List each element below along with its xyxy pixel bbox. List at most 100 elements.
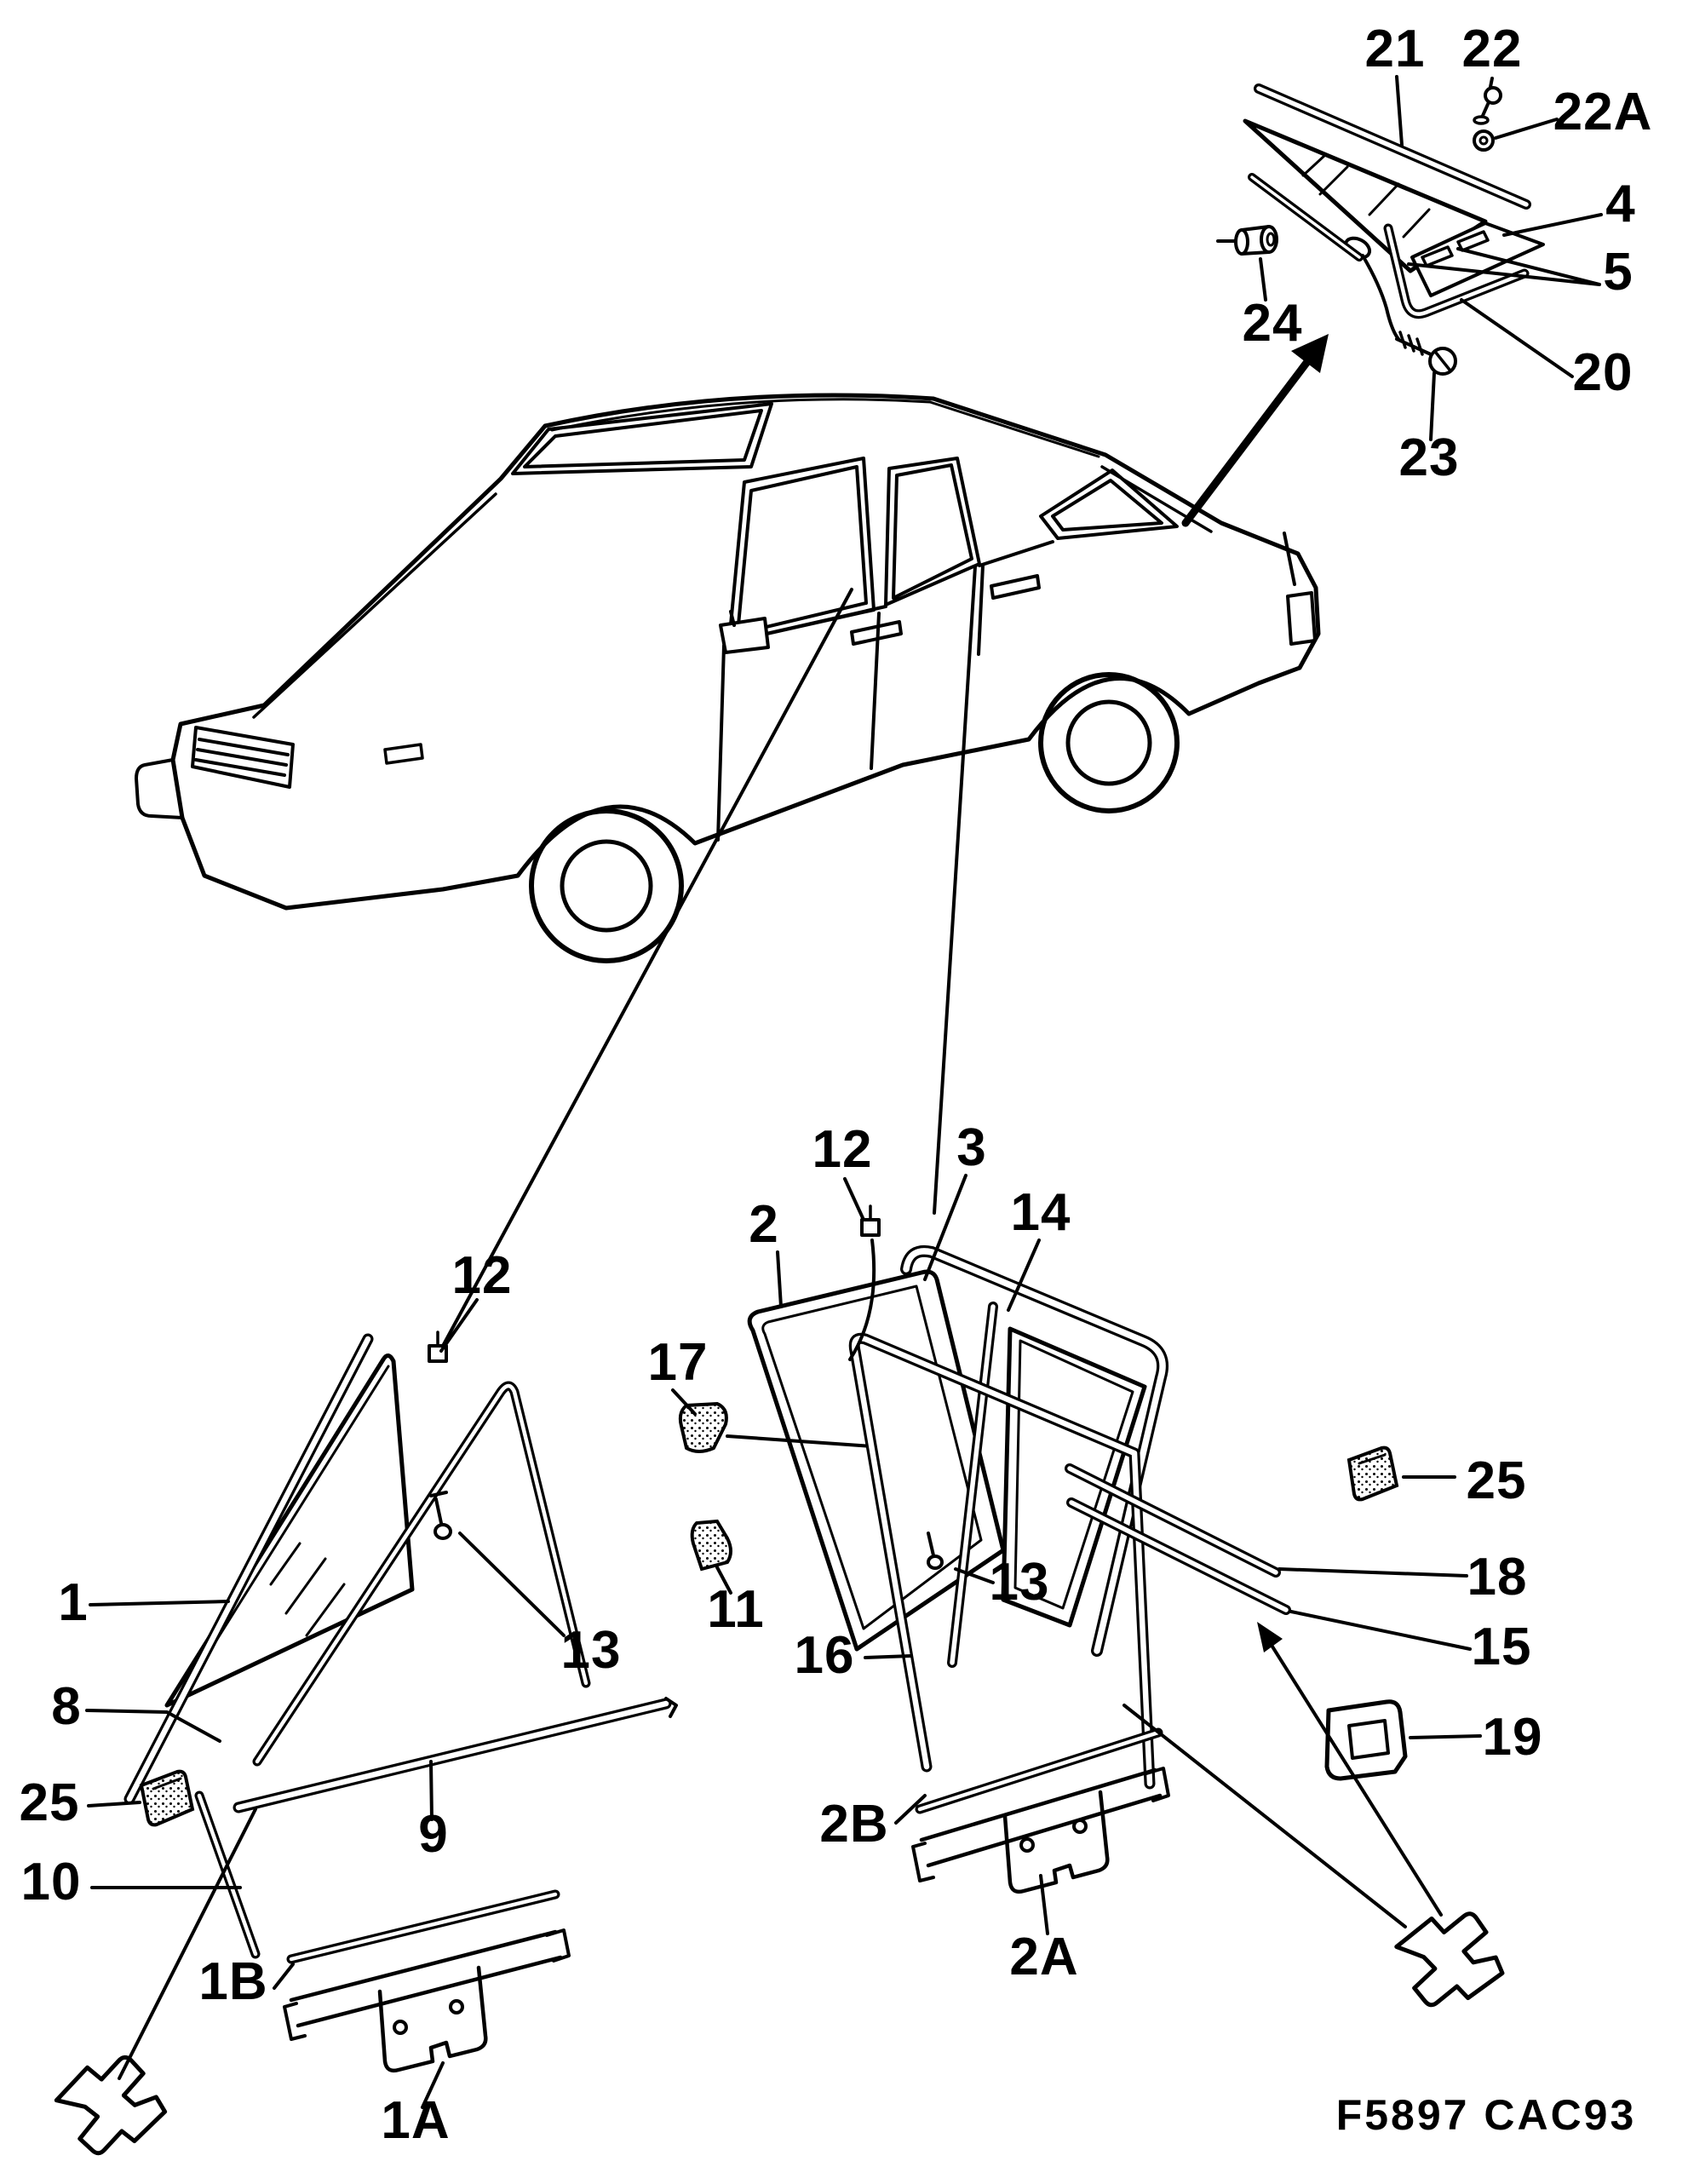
- front-wheel-rim: [560, 839, 653, 933]
- leader-9: [429, 1760, 433, 1821]
- clip-25-front: [139, 1769, 195, 1827]
- front-door-glass-1: [164, 1354, 415, 1708]
- leader-22: [1489, 77, 1494, 89]
- part-label-20: 20: [1573, 343, 1633, 402]
- leader-13-front: [458, 1532, 566, 1637]
- hood-cut-line: [252, 492, 497, 719]
- leader-section-to-15: [1257, 1622, 1443, 1917]
- leader-1b: [273, 1963, 295, 1990]
- moulding-cross-section-left: [51, 2050, 169, 2159]
- part-label-1a: 1A: [381, 2091, 450, 2150]
- leader-11: [715, 1566, 732, 1595]
- rear-door-detail: [747, 1174, 1514, 2020]
- part-label-16: 16: [795, 1626, 855, 1685]
- part-label-13-front: 13: [561, 1621, 622, 1680]
- leader-12-front: [439, 1298, 479, 1353]
- part-label-1b: 1B: [198, 1952, 267, 2011]
- part-label-2b: 2B: [819, 1795, 888, 1854]
- glass-inner-line: [761, 1285, 983, 1630]
- part-label-12-rear: 12: [812, 1120, 873, 1179]
- glass-reflection-hatch: [269, 1542, 346, 1637]
- part-label-11: 11: [707, 1580, 765, 1639]
- leader-1a: [421, 2061, 445, 2109]
- leader-12-rear: [843, 1177, 865, 1221]
- weatherstrip-frame: [252, 1381, 591, 1767]
- roof-drip-line: [550, 398, 1100, 458]
- part-label-19: 19: [1483, 1708, 1543, 1767]
- car-illustration: [135, 393, 1321, 963]
- front-wheel-tire: [529, 808, 684, 963]
- arrow-head: [1291, 334, 1329, 373]
- part-label-22a: 22A: [1553, 83, 1653, 141]
- leader-25-front: [87, 1801, 141, 1808]
- leader-22a: [1494, 118, 1559, 140]
- clip-25-inner-line: [1358, 1453, 1387, 1465]
- arrow-to-quarter-detail: [1181, 334, 1329, 527]
- leader-21: [1395, 75, 1404, 147]
- channel-strip-2a: [911, 1767, 1170, 1894]
- part-label-5: 5: [1603, 243, 1633, 302]
- wire-channel-curve: [848, 1239, 876, 1361]
- leader-2: [776, 1250, 783, 1308]
- leader-18: [1277, 1567, 1468, 1578]
- rear-door-window: [884, 457, 981, 606]
- side-marker-lamp: [383, 743, 424, 765]
- windshield: [511, 402, 773, 475]
- leader-15: [1289, 1610, 1472, 1651]
- leader-16: [864, 1654, 913, 1659]
- rivet-13-rear: [927, 1532, 944, 1570]
- part-label-2: 2: [749, 1195, 778, 1254]
- leader-2a: [1039, 1874, 1049, 1935]
- leader-13-rear: [954, 1567, 995, 1584]
- leader-2b: [894, 1794, 927, 1825]
- part-label-21: 21: [1365, 20, 1426, 78]
- front-bumper: [135, 758, 184, 819]
- part-label-25-front: 25: [20, 1773, 80, 1832]
- part-label-24: 24: [1243, 294, 1303, 353]
- part-label-18: 18: [1467, 1548, 1528, 1606]
- leader-3: [923, 1174, 967, 1281]
- part-label-9: 9: [418, 1805, 448, 1864]
- part-label-8: 8: [51, 1677, 81, 1736]
- leader-arrow-head: [1257, 1622, 1283, 1652]
- part-label-13-rear: 13: [990, 1553, 1050, 1612]
- clip-19: [1324, 1699, 1408, 1781]
- clip-11: [690, 1519, 732, 1572]
- grille: [191, 726, 295, 789]
- glass-reflection-hatch: [1301, 153, 1431, 239]
- leader-20: [1460, 298, 1574, 378]
- quarter-glass-detail: [1216, 75, 1603, 441]
- leader-front-window-to-detail: [440, 588, 853, 1349]
- channel-strip-1a: [283, 1928, 571, 2073]
- leader-rear-window-to-detail: [933, 565, 977, 1215]
- leader-5: [1407, 247, 1601, 286]
- tail-lamp: [1283, 532, 1317, 646]
- car-body-outline: [170, 393, 1321, 911]
- quarter-window: [1039, 468, 1179, 540]
- part-label-3: 3: [956, 1118, 986, 1177]
- door-handles: [850, 574, 1041, 646]
- clip-12-rear: [860, 1204, 881, 1237]
- door-mirror: [719, 610, 770, 654]
- rear-quarter-glass-3: [1001, 1326, 1147, 1628]
- part-label-2a: 2A: [1009, 1928, 1078, 1986]
- quarter-glass-inner-line: [1013, 1339, 1134, 1610]
- part-label-12-front: 12: [452, 1246, 513, 1305]
- bracket-4: [1410, 221, 1545, 297]
- figure-code: F5897 CAC93: [1336, 2091, 1637, 2139]
- leader-strip-to-section: [118, 1808, 257, 2080]
- part-label-10: 10: [21, 1853, 82, 1911]
- door-cut-lines: [716, 540, 1054, 842]
- part-label-15: 15: [1472, 1618, 1532, 1676]
- bracket-slots-5: [1421, 230, 1490, 267]
- rear-wheel-tire: [1038, 672, 1180, 813]
- leader-4: [1502, 213, 1603, 237]
- part-label-1: 1: [58, 1573, 88, 1632]
- leader-14: [1007, 1239, 1041, 1312]
- bolt-22: [1473, 86, 1502, 125]
- part-label-22: 22: [1462, 20, 1523, 78]
- part-label-4: 4: [1605, 175, 1635, 233]
- part-label-14: 14: [1011, 1183, 1071, 1242]
- front-door-detail: [51, 1298, 874, 2159]
